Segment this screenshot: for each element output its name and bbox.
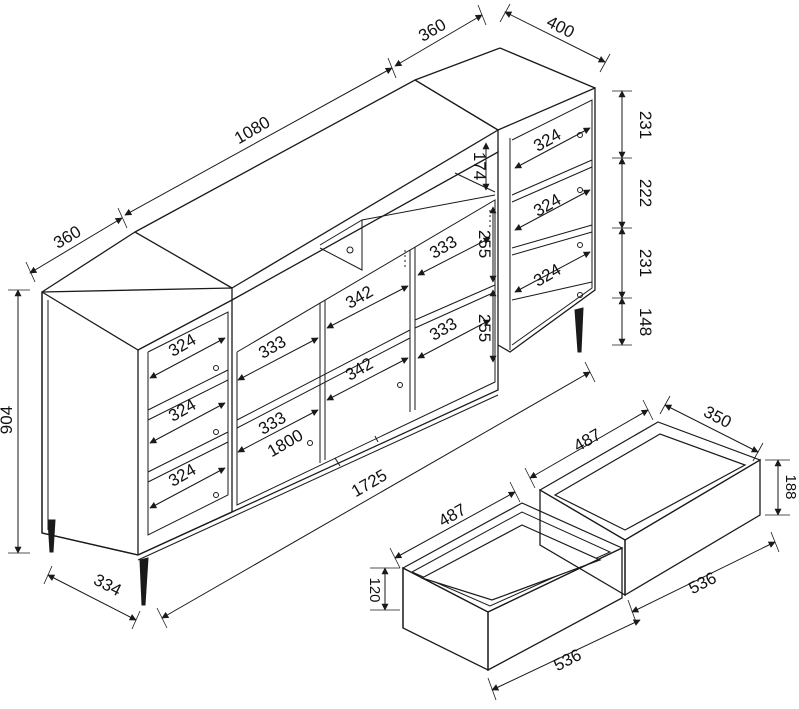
label-total-length: 1725 [348, 466, 390, 501]
label-drawer-large-height: 188 [782, 474, 799, 499]
label-right-shelf-3: 324 [530, 260, 564, 291]
label-right-shelf-2: 324 [530, 190, 564, 221]
label-height: 904 [0, 406, 16, 434]
label-right-height-1: 231 [636, 111, 655, 139]
label-drawer-small-height: 120 [366, 577, 383, 602]
label-base-depth: 334 [91, 570, 125, 600]
label-left-shelf-3: 324 [165, 460, 199, 491]
label-top-length: 1080 [231, 113, 273, 148]
leg-rear-right [574, 307, 584, 353]
label-center-right-2: 333 [426, 314, 460, 345]
label-right-depth: 400 [544, 12, 578, 42]
label-center-shelf-1: 333 [255, 332, 289, 363]
label-drawer-large-depth: 350 [701, 402, 735, 432]
label-right-height-4: 148 [636, 308, 655, 336]
label-right-height-2: 222 [636, 179, 655, 207]
leg-front-left [47, 519, 56, 553]
top-surface [134, 79, 500, 300]
label-center-right-1: 333 [426, 232, 460, 263]
label-right-height-3: 231 [636, 249, 655, 277]
label-drawer-small-width: 487 [435, 500, 469, 531]
label-right-width: 360 [415, 15, 449, 46]
label-left-shelf-1: 324 [165, 330, 199, 361]
left-unit [41, 231, 233, 561]
label-drawer-small-length: 536 [551, 645, 585, 675]
label-drawer-large-width: 487 [570, 425, 604, 456]
label-left-depth: 360 [50, 222, 84, 253]
right-unit [414, 47, 596, 353]
leg-front-center [139, 557, 149, 606]
drawers: 487 120 536 487 350 188 536 [366, 395, 799, 701]
drawer-small [401, 502, 624, 672]
label-right-shelf-1: 324 [530, 125, 564, 156]
label-center-height-1: 255 [475, 230, 494, 258]
label-drawer-large-length: 536 [686, 568, 720, 598]
label-center-height-top: 174 [470, 152, 489, 180]
legs [47, 307, 584, 606]
label-left-shelf-2: 324 [165, 395, 199, 426]
label-center-height-2: 255 [475, 314, 494, 342]
